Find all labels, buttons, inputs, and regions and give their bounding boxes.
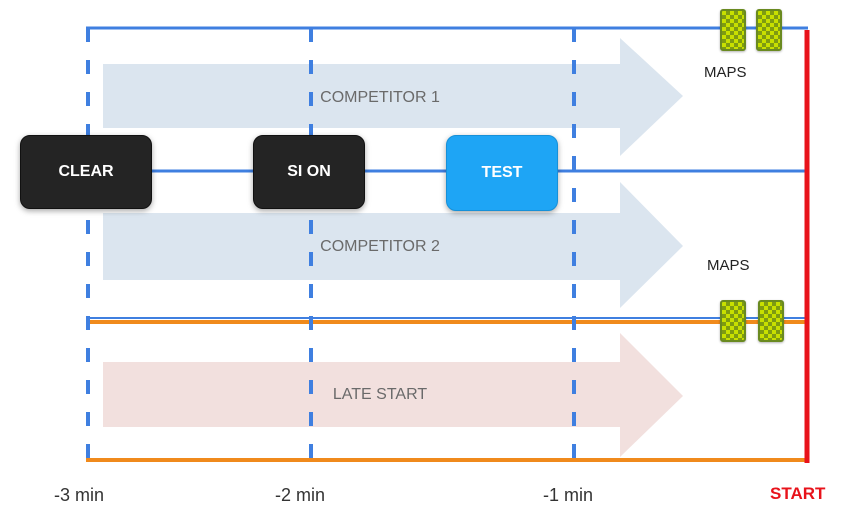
clear-box: CLEAR	[20, 135, 152, 209]
late-start-label: LATE START	[332, 386, 428, 403]
map-flag-icon	[720, 300, 746, 342]
maps-label-top: MAPS	[704, 64, 747, 81]
tick-label-minus-3: -3 min	[54, 485, 105, 505]
si-on-box: SI ON	[253, 135, 365, 209]
competitor-2-label: COMPETITOR 2	[320, 238, 440, 255]
tick-label-minus-2: -2 min	[275, 485, 326, 505]
tick-label-minus-1: -1 min	[543, 485, 594, 505]
maps-label-middle: MAPS	[707, 257, 750, 274]
competitor-1-label: COMPETITOR 1	[320, 89, 440, 106]
map-flag-icon	[720, 9, 746, 51]
test-box: TEST	[446, 135, 558, 211]
map-flag-icon	[758, 300, 784, 342]
start-label: START	[770, 484, 826, 503]
map-flag-icon	[756, 9, 782, 51]
late-start-arrow	[103, 333, 683, 457]
competitor-1-arrow	[103, 38, 683, 156]
competitor-2-arrow	[103, 182, 683, 308]
